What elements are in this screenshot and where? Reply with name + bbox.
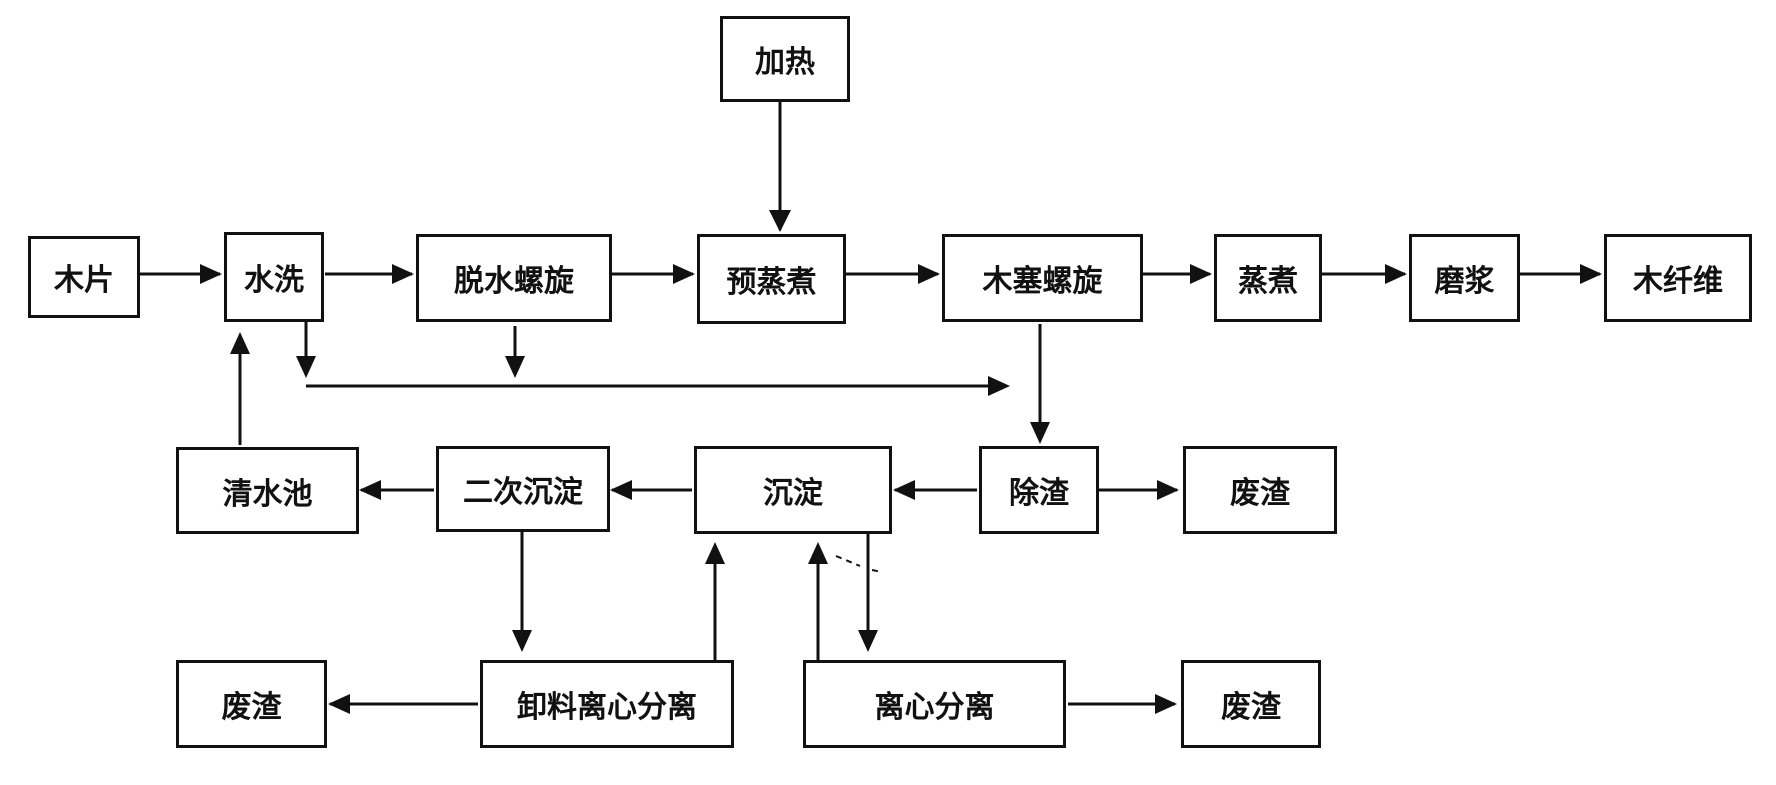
node-secondary-settling: 二次沉淀 [436, 446, 610, 532]
node-slag-removal: 除渣 [979, 446, 1099, 534]
node-steaming: 蒸煮 [1214, 234, 1322, 322]
node-dewater-screw: 脱水螺旋 [416, 234, 612, 322]
node-settling: 沉淀 [694, 446, 892, 534]
node-centrifuge: 离心分离 [803, 660, 1066, 748]
node-plug-screw: 木塞螺旋 [942, 234, 1143, 322]
node-discharge-centrifuge: 卸料离心分离 [480, 660, 734, 748]
node-heating: 加热 [720, 16, 850, 102]
arrowheads [200, 210, 1602, 714]
node-water-wash: 水洗 [224, 232, 324, 322]
node-waste-slag-1: 废渣 [1183, 446, 1337, 534]
node-wood-chips: 木片 [28, 236, 140, 318]
node-clear-water-pool: 清水池 [176, 447, 359, 534]
node-pre-steaming: 预蒸煮 [697, 234, 846, 324]
node-wood-fiber: 木纤维 [1604, 234, 1752, 322]
node-waste-slag-2: 废渣 [176, 660, 327, 748]
node-waste-slag-3: 废渣 [1181, 660, 1321, 748]
dashed-mark [835, 555, 883, 573]
node-refining: 磨浆 [1409, 234, 1520, 322]
